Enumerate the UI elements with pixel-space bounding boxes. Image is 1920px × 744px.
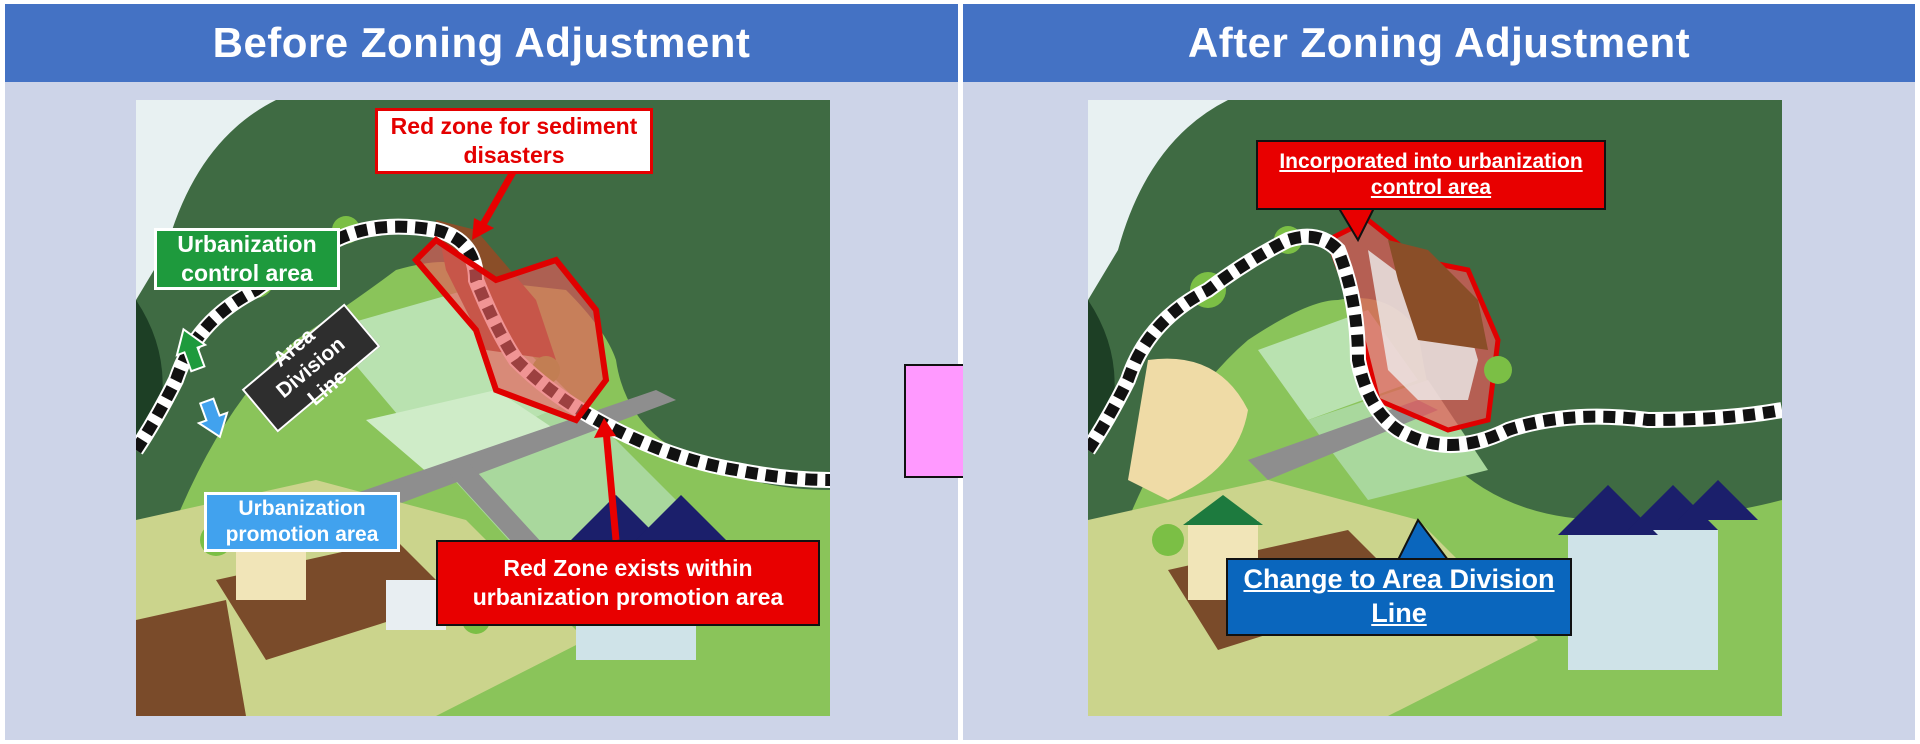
red-zone-callout: Red zone for sediment disasters [375,108,653,174]
incorporated-callout: Incorporated into urbanization control a… [1256,140,1606,210]
after-title: After Zoning Adjustment [963,4,1915,82]
change-line-text: Change to Area Division Line [1243,564,1555,628]
before-panel: Before Zoning Adjustment [5,4,958,740]
before-illustration: Red zone for sediment disasters Urbaniza… [136,100,830,716]
green-up-arrow-icon [175,327,208,373]
change-line-callout: Change to Area Division Line [1226,558,1572,636]
after-panel: After Zoning Adjustment [963,4,1915,740]
incorporated-text: Incorporated into urbanization control a… [1279,149,1583,199]
before-title: Before Zoning Adjustment [5,4,958,82]
urbanization-control-area-label: Urbanization control area [154,228,340,290]
red-zone-exists-callout: Red Zone exists within urbanization prom… [436,540,820,626]
blue-down-arrow-icon [196,397,229,439]
urbanization-promotion-area-label: Urbanization promotion area [204,492,400,552]
after-illustration: Incorporated into urbanization control a… [1088,100,1782,716]
